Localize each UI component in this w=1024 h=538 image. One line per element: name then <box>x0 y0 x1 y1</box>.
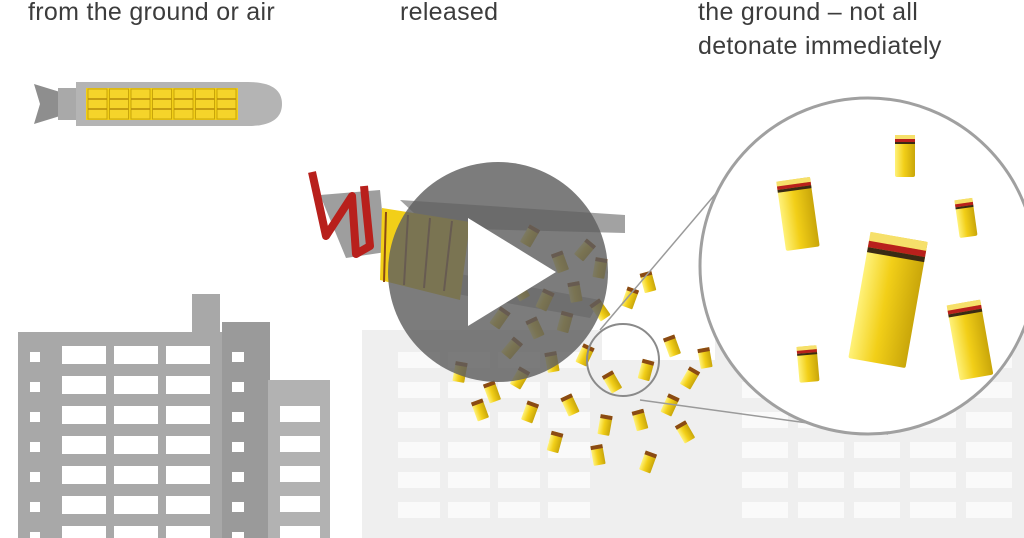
bomblet-icon <box>590 444 606 466</box>
bomblet-icon <box>560 393 580 417</box>
play-icon <box>468 218 556 326</box>
bomblet-icon <box>674 420 695 444</box>
bomblet-icon <box>621 286 640 310</box>
bomblet-icon <box>521 400 540 424</box>
bomblet-icon <box>631 408 649 431</box>
bomblet-icon <box>601 370 622 394</box>
bomblet-icon <box>482 380 501 404</box>
caption-ground-line2: detonate immediately <box>698 32 942 60</box>
bomblet-icon <box>660 393 680 417</box>
bomblet-icon <box>895 135 915 177</box>
bomblet-icon <box>697 347 713 369</box>
caption-ground-line1: the ground – not all <box>698 0 919 26</box>
play-button[interactable] <box>388 162 608 382</box>
bomblet-icon <box>946 299 994 381</box>
bomblet-icon <box>639 450 658 474</box>
caption-release: released <box>400 0 499 26</box>
bomblet-icon <box>597 414 613 436</box>
bomblet-icon <box>776 176 820 251</box>
bomblet-icon <box>546 430 564 453</box>
bomblet-icon <box>470 398 489 422</box>
bomblet-icon <box>848 231 928 368</box>
bomblet-icon <box>662 334 681 358</box>
bomblet-icon <box>637 358 655 381</box>
magnifier <box>586 96 1024 436</box>
caption-ground: the ground – not all detonate immediatel… <box>698 0 1018 63</box>
bomblet-icon <box>954 197 978 238</box>
buildings <box>18 294 330 538</box>
bomb-icon <box>34 82 282 126</box>
bomblet-icon <box>796 345 820 383</box>
caption-launch: from the ground or air <box>28 0 275 26</box>
bomblet-icon <box>680 366 701 390</box>
